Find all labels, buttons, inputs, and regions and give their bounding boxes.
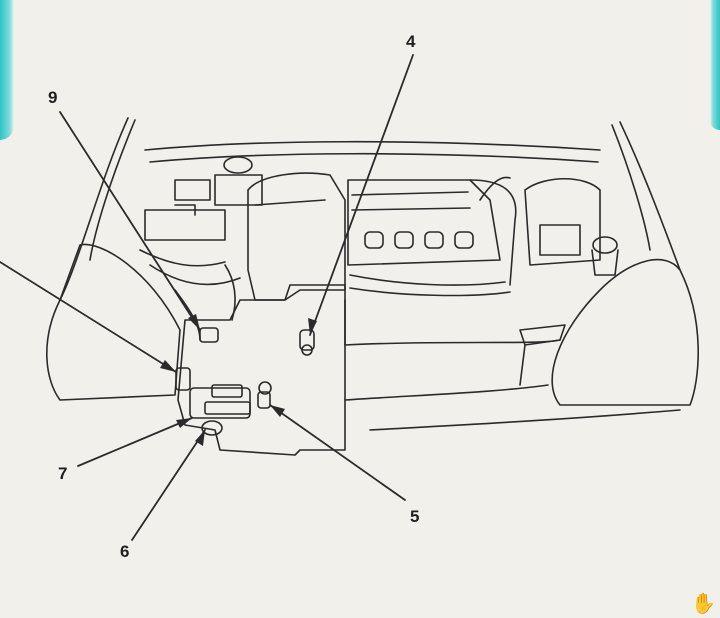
left-page-tab xyxy=(0,0,14,140)
hand-cursor-icon: ✋ xyxy=(691,593,716,615)
callout-9: 9 xyxy=(48,88,58,107)
arrowhead-7 xyxy=(176,418,192,428)
leader-line-7 xyxy=(77,417,193,467)
arrowhead-5 xyxy=(270,405,285,417)
cowl xyxy=(144,140,601,163)
air-box xyxy=(247,172,346,301)
engine-block xyxy=(347,179,517,297)
coolant-reservoir xyxy=(144,156,263,241)
leader-line-8 xyxy=(0,261,177,373)
callout-7: 7 xyxy=(58,464,68,483)
leader-lines xyxy=(0,54,414,541)
left-hoses xyxy=(139,249,241,341)
component-connectors xyxy=(175,327,315,436)
callout-4: 4 xyxy=(406,32,416,51)
callout-6: 6 xyxy=(120,542,130,561)
arrowheads xyxy=(160,314,317,446)
arrowhead-4 xyxy=(308,318,317,335)
arrowhead-9 xyxy=(188,314,200,330)
fuse-box-panel xyxy=(177,284,346,456)
arrowhead-6 xyxy=(195,430,205,446)
arrowhead-8 xyxy=(160,360,176,372)
body-outline xyxy=(46,117,699,431)
right-components xyxy=(479,176,619,276)
leader-line-6 xyxy=(131,429,206,541)
leader-line-9 xyxy=(59,111,201,331)
leader-line-4 xyxy=(309,54,414,336)
leader-line-5 xyxy=(269,404,406,501)
callout-5: 5 xyxy=(410,507,420,526)
right-page-tab xyxy=(710,0,720,130)
